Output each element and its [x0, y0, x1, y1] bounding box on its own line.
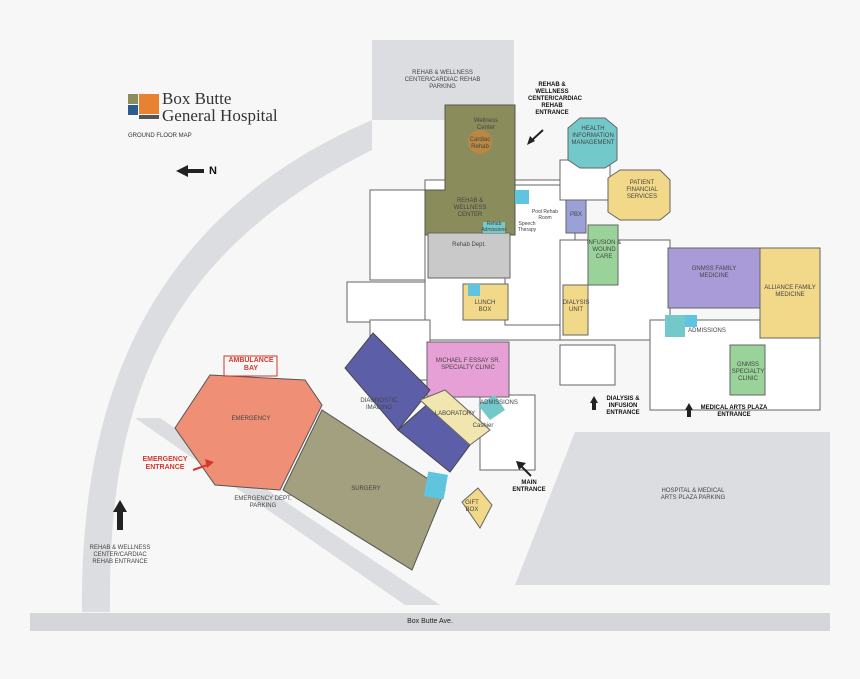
arrow-left-icon — [176, 165, 204, 177]
emergency-label: Emergency — [231, 416, 271, 422]
pool-rehab-label: Pool Rehab Room — [531, 209, 559, 221]
patient-financial-zone — [607, 169, 671, 221]
dialysis-unit-label: Dialysis Unit — [562, 300, 590, 313]
imaging-zone-a — [344, 332, 431, 431]
admissions-center-label: Admissions — [480, 400, 518, 406]
him-zone — [567, 117, 618, 169]
ambulance-bay-outline — [223, 355, 278, 377]
hospital-name: Box Butte General Hospital — [162, 90, 278, 124]
patient-financial-label: Patient Financial Services — [626, 180, 658, 200]
rehab-wellness-zone — [424, 104, 516, 236]
dialysis-entrance-label: Dialysis & Infusion Entrance — [606, 396, 640, 416]
lunch-box-label: Lunch Box — [474, 300, 496, 313]
main-entrance-label: Main Entrance — [512, 480, 546, 493]
gift-box-zone — [461, 487, 493, 529]
laboratory-zone — [419, 389, 491, 446]
rehab-dept-label: Rehab Dept. — [452, 242, 486, 248]
gnmss-family-label: GNMSS Family Medicine — [691, 266, 737, 279]
cardiac-rehab-zone — [468, 130, 492, 154]
pbx-label: PBX — [569, 212, 582, 218]
rehab-left-entrance-label: Rehab & Wellness Center/Cardiac Rehab En… — [89, 545, 151, 565]
infusion-zone — [587, 224, 619, 286]
cashier-label: Cashier — [472, 423, 494, 429]
dialysis-zone — [562, 284, 589, 336]
admissions-right-label: Admissions — [688, 328, 726, 334]
rehab-left-arrow-icon — [113, 500, 127, 530]
admissions-right-zone — [665, 315, 685, 337]
medical-arts-parking-label: Hospital & Medical Arts Plaza Parking — [660, 488, 726, 501]
cardiac-rehab-label: Cardiac Rehab — [469, 137, 491, 150]
him-label: Health Information Management — [571, 126, 615, 146]
infusion-label: Infusion & Wound Care — [586, 240, 622, 260]
map-subtitle: Ground Floor Map — [128, 133, 192, 139]
pbx-zone — [565, 199, 587, 234]
diagnostic-imaging-label: Diagnostic Imaging — [360, 398, 398, 411]
gnmss-family-zone — [667, 247, 761, 309]
laboratory-label: Laboratory — [434, 411, 476, 417]
access-road — [81, 120, 372, 612]
alliance-family-label: Alliance Family Medicine — [764, 285, 816, 298]
essay-clinic-zone — [426, 341, 510, 398]
gnmss-specialty-zone — [729, 344, 766, 396]
restroom-icons — [423, 190, 697, 500]
cashier-zone — [478, 395, 505, 420]
wellness-center-label: Wellness Center — [473, 118, 499, 131]
rehab-wellness-center-label: Rehab & Wellness Center — [453, 198, 487, 218]
emergency-entrance-label: Emergency Entrance — [142, 456, 188, 472]
logo-mark — [128, 94, 159, 119]
medical-arts-parking-lot — [515, 432, 830, 585]
rehab-top-arrow-icon — [527, 129, 544, 145]
alliance-family-zone — [759, 247, 821, 339]
medical-arts-entrance-label: Medical Arts Plaza Entrance — [700, 405, 768, 418]
speech-therapy-label: Speech Therapy — [517, 221, 537, 233]
essay-clinic-label: Michael F Essay Sr. Specialty Clinic — [435, 358, 501, 371]
rehab-dept-zone — [427, 232, 511, 279]
rehab-admissions-label: Rehab Admissions — [481, 221, 507, 233]
hospital-name-line1: Box Butte — [162, 89, 232, 108]
street-name: Box Butte Ave. — [30, 613, 830, 631]
hospital-name-line2: General Hospital — [162, 106, 278, 125]
rehab-top-entrance-label: Rehab & Wellness Center/Cardiac Rehab En… — [528, 82, 582, 116]
emergency-entrance-arrow-icon — [192, 459, 214, 471]
ambulance-bay-label: Ambulance Bay — [228, 357, 274, 373]
medical-arts-arrow-icon — [685, 403, 693, 417]
rehab-parking-label: Rehab & Wellness Center/Cardiac Rehab Pa… — [404, 70, 481, 90]
gnmss-specialty-label: GNMSS Specialty Clinic — [731, 362, 765, 382]
main-entrance-arrow-icon — [516, 461, 532, 477]
surgery-label: Surgery — [351, 486, 381, 492]
emergency-parking-label: Emergency Dept. Parking — [234, 496, 292, 509]
rehab-admissions-zone — [483, 222, 505, 233]
dialysis-arrow-icon — [590, 396, 598, 410]
north-label: N — [209, 165, 217, 177]
gift-box-label: Gift Box — [465, 500, 479, 513]
